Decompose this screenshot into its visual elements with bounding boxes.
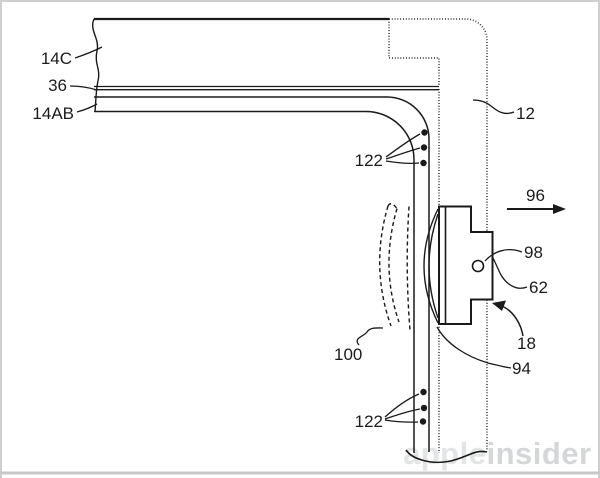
- leader-100: [356, 327, 384, 346]
- break-line-left: [92, 18, 100, 113]
- leader-36: [69, 85, 98, 91]
- housing-12-outline: [388, 18, 488, 453]
- phantom-arc-cap: [387, 203, 398, 209]
- display-bend-inner-line: [94, 110, 415, 453]
- adhesive-dot: [420, 159, 427, 167]
- mount-arrow-18-shaft: [502, 305, 524, 337]
- ref-label-96: 96: [526, 186, 545, 205]
- adhesive-dot: [421, 129, 428, 136]
- leader-122-bottom-3: [384, 419, 419, 423]
- ref-label-122-bottom: 122: [355, 412, 383, 431]
- leader-14ab: [76, 103, 98, 113]
- leader-62: [492, 257, 528, 289]
- ref-label-14ab: 14AB: [32, 104, 74, 123]
- leader-94: [436, 326, 512, 369]
- lens-arc-outer: [423, 208, 439, 324]
- hole-98-circle: [471, 259, 485, 273]
- ref-label-18: 18: [517, 334, 536, 353]
- leader-122-top-2: [385, 147, 421, 160]
- ref-label-62: 62: [529, 278, 548, 297]
- adhesive-dot: [419, 418, 427, 425]
- break-line-bottom: [405, 449, 488, 464]
- phantom-arc-inner: [388, 208, 400, 323]
- adhesive-dot: [420, 144, 428, 151]
- leader-122-bottom-2: [384, 408, 421, 420]
- direction-arrow-96-head: [553, 204, 566, 214]
- phantom-arc-outer: [379, 205, 392, 327]
- leader-lines: [69, 46, 528, 423]
- layer-stack: [92, 17, 488, 464]
- adhesive-dot: [420, 404, 428, 412]
- watermark-appleinsider: appleinsider: [403, 436, 592, 471]
- leader-98: [484, 249, 523, 262]
- leader-122-top-3: [385, 160, 420, 165]
- lens-arc-inner: [428, 213, 439, 319]
- ref-label-14c: 14C: [41, 49, 72, 68]
- ref-label-12: 12: [516, 104, 535, 123]
- watermark-insider: insider: [486, 436, 591, 471]
- bracket-62: [438, 205, 494, 325]
- ref-label-98: 98: [524, 243, 543, 262]
- ref-label-100: 100: [334, 345, 362, 364]
- housing-outer-top-line: [389, 18, 488, 231]
- display-bend-outer-line: [94, 96, 430, 452]
- arrows: [492, 204, 566, 337]
- lens-94: [423, 208, 439, 324]
- ref-label-36: 36: [48, 76, 67, 95]
- phantom-line-vertical: [406, 206, 411, 331]
- leader-12: [472, 99, 515, 115]
- leader-14c: [74, 46, 103, 59]
- phantom-bend-100: [379, 203, 411, 331]
- bracket-62-outline: [438, 205, 494, 325]
- mount-arrow-18-head: [492, 300, 506, 311]
- housing-lip-step: [388, 19, 440, 86]
- ref-label-122-top: 122: [355, 151, 383, 170]
- leader-122-bottom-1: [384, 393, 420, 418]
- adhesive-dots-122: [419, 129, 428, 425]
- adhesive-dot: [420, 388, 427, 396]
- leader-122-top-1: [385, 133, 421, 158]
- ref-label-94: 94: [512, 359, 531, 378]
